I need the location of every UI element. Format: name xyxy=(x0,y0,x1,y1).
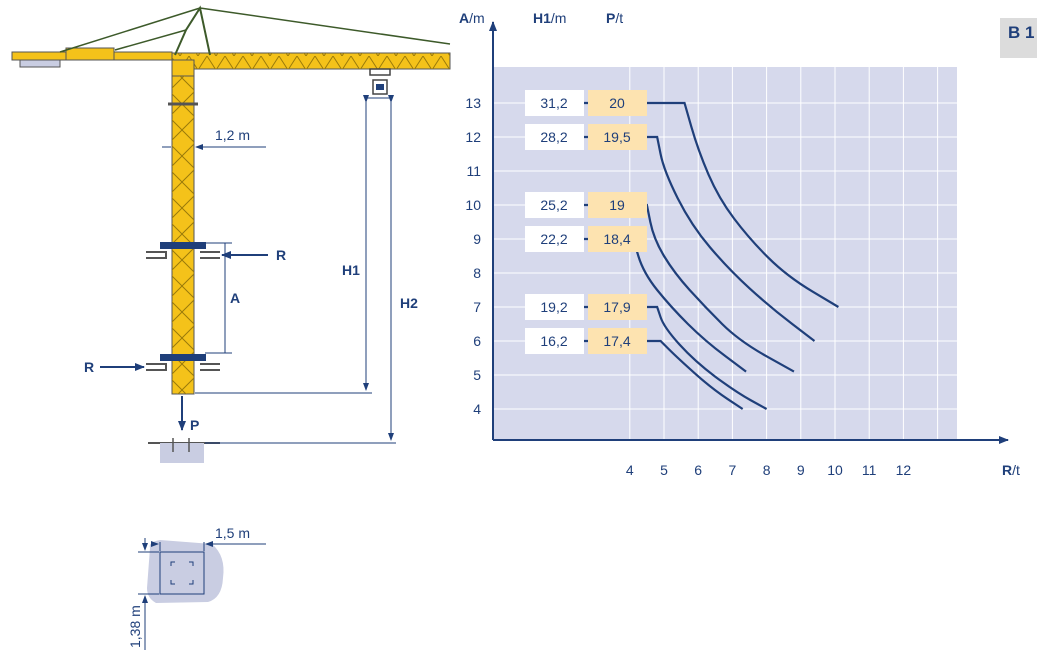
anchor-bracket-upper xyxy=(146,251,220,259)
load-curve-2 xyxy=(554,135,816,342)
header-h1-symbol: H1 xyxy=(533,10,551,26)
y-tick-label: 10 xyxy=(465,197,481,213)
base-foundation xyxy=(160,443,204,463)
header-p-unit: /t xyxy=(615,10,623,26)
y-tick-label: 6 xyxy=(473,333,481,349)
y-tick-label: 13 xyxy=(465,95,481,111)
p-value: 18,4 xyxy=(603,231,630,247)
x-tick-label: 12 xyxy=(896,462,912,478)
header-h1: H1/m xyxy=(533,10,566,26)
tower-head xyxy=(174,5,211,56)
load-curve-1 xyxy=(554,101,839,308)
foundation-plan: 1,5 m 1,38 m xyxy=(127,525,266,650)
p-cell xyxy=(588,90,647,116)
jib-tie xyxy=(199,7,451,45)
header-a: A/m xyxy=(459,10,485,26)
h2-label: H2 xyxy=(400,295,418,311)
anchor-collar-upper xyxy=(160,242,206,249)
trolley xyxy=(369,68,391,76)
load-curve-6 xyxy=(554,339,744,410)
load-label: P xyxy=(190,417,199,433)
x-tick-label: 4 xyxy=(626,462,634,478)
anchor-force-label-lower: R xyxy=(84,359,94,375)
p-value: 17,9 xyxy=(603,299,630,315)
y-tick-label: 7 xyxy=(473,299,481,315)
x-tick-label: 7 xyxy=(729,462,737,478)
h1-cell xyxy=(525,192,584,218)
header-h1-unit: /m xyxy=(551,10,567,26)
counter-jib-tie-2 xyxy=(114,29,187,51)
x-tick-labels: 4 5 6 7 8 9 10 11 12 xyxy=(626,462,911,478)
x-tick-label: 5 xyxy=(660,462,668,478)
h1-cell xyxy=(525,124,584,150)
x-tick-label: 8 xyxy=(763,462,771,478)
x-tick-label: 11 xyxy=(862,462,877,478)
crane-dimensions: 1,2 m R R A H1 H2 P xyxy=(84,95,418,444)
x-axis-symbol: R xyxy=(1002,462,1012,478)
p-cell xyxy=(588,328,647,354)
load-curve-5 xyxy=(554,305,768,410)
anchor-force-label-upper: R xyxy=(276,247,286,263)
header-a-unit: /m xyxy=(469,10,485,26)
x-axis-unit: /t xyxy=(1012,462,1020,478)
header-a-symbol: A xyxy=(459,10,469,26)
y-tick-label: 12 xyxy=(465,129,481,145)
value-cells: 31,2 20 28,2 19,5 25,2 19 22,2 18,4 19,2 17,9 16,2… xyxy=(525,90,647,354)
h1-cell xyxy=(525,328,584,354)
p-value: 19 xyxy=(609,197,625,213)
header-p-symbol: P xyxy=(606,10,615,26)
x-tick-label: 10 xyxy=(827,462,843,478)
foundation-depth-label: 1,38 m xyxy=(127,605,143,648)
anchor-bracket-lower xyxy=(146,363,220,371)
h1-cell xyxy=(525,294,584,320)
foundation-width-label: 1,5 m xyxy=(215,525,250,541)
header-p: P/t xyxy=(606,10,623,26)
x-axis-title: R/t xyxy=(1002,462,1020,478)
h1-value: 16,2 xyxy=(540,333,567,349)
load-curve-3 xyxy=(554,203,795,373)
mast-lattice xyxy=(172,76,194,394)
h1-value: 31,2 xyxy=(540,95,567,111)
p-value: 20 xyxy=(609,95,625,111)
p-cell xyxy=(588,294,647,320)
slewing-unit xyxy=(171,59,195,77)
p-value: 19,5 xyxy=(603,129,630,145)
load-curves xyxy=(554,101,839,410)
x-tick-label: 9 xyxy=(797,462,805,478)
mast-width-label: 1,2 m xyxy=(215,127,250,143)
anchorage-chart: A/m H1/m P/t R/t 4 5 6 7 8 9 10 11 12 13 4 5 6 7 8 9 10… xyxy=(459,10,1020,478)
machinery-deck xyxy=(65,47,115,61)
h1-label: H1 xyxy=(342,262,360,278)
h1-value: 22,2 xyxy=(540,231,567,247)
counter-jib-tie xyxy=(59,7,201,53)
y-tick-label: 11 xyxy=(466,163,481,179)
h1-cell xyxy=(525,226,584,252)
jib-lattice xyxy=(172,53,450,69)
h1-value: 25,2 xyxy=(540,197,567,213)
footprint-corners xyxy=(170,561,194,585)
h1-value: 28,2 xyxy=(540,129,567,145)
p-value: 17,4 xyxy=(603,333,630,349)
anchor-distance-label: A xyxy=(230,290,240,306)
x-tick-label: 6 xyxy=(694,462,702,478)
y-tick-labels: 4 5 6 7 8 9 10 11 12 13 xyxy=(465,95,481,417)
p-cell xyxy=(588,192,647,218)
page-badge: B 1 xyxy=(1000,18,1037,58)
y-tick-label: 9 xyxy=(473,231,481,247)
y-tick-label: 8 xyxy=(473,265,481,281)
anchor-collar-lower xyxy=(160,354,206,361)
h1-value: 19,2 xyxy=(540,299,567,315)
tower-crane xyxy=(11,5,451,463)
h1-cell xyxy=(525,90,584,116)
mast-footprint xyxy=(159,551,205,595)
p-cell xyxy=(588,124,647,150)
hook xyxy=(376,84,384,90)
p-cell xyxy=(588,226,647,252)
counter-weight xyxy=(19,59,61,68)
y-tick-label: 4 xyxy=(473,401,481,417)
y-tick-label: 5 xyxy=(473,367,481,383)
